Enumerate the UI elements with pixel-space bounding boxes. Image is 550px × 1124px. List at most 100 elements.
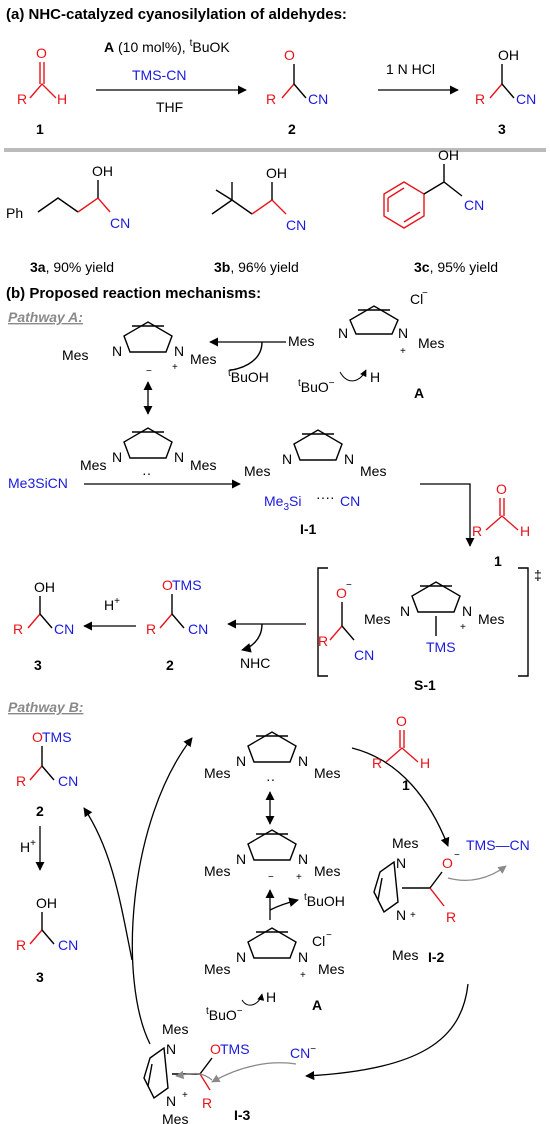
nhc-release: NHC: [240, 655, 270, 671]
svg-text:O: O: [396, 713, 407, 729]
svg-text:OH: OH: [498, 47, 519, 63]
svg-text:3: 3: [36, 969, 44, 985]
svg-text:R: R: [202, 1095, 212, 1111]
svg-text:R: R: [13, 621, 23, 637]
svg-text:N: N: [396, 907, 406, 923]
label-I-3: I-3: [234, 1107, 251, 1123]
svg-text:Mes: Mes: [204, 961, 230, 977]
svg-text:CN: CN: [464, 197, 484, 213]
svg-text:CN: CN: [308, 91, 328, 107]
svg-text:R: R: [266, 91, 276, 107]
svg-text:3: 3: [34, 657, 42, 673]
section-b-title: (b) Proposed reaction mechanisms:: [6, 285, 261, 302]
svg-text:Mes: Mes: [360, 463, 386, 479]
svg-text:−: −: [146, 366, 152, 377]
svg-text:H: H: [520, 523, 530, 539]
svg-text:N: N: [298, 949, 308, 965]
svg-text:N: N: [166, 1093, 176, 1109]
svg-text:Mes: Mes: [392, 947, 418, 963]
svg-text:CN: CN: [58, 937, 78, 953]
svg-text:A: A: [312, 997, 322, 1013]
label-I-2: I-2: [428, 949, 445, 965]
svg-text:+: +: [296, 872, 302, 883]
tbuoh-top: tBuOH: [228, 368, 269, 385]
svg-text:TMS: TMS: [42, 729, 72, 745]
svg-text:Mes: Mes: [204, 765, 230, 781]
svg-text:Mes: Mes: [80, 457, 106, 473]
aldehyde-1-cycle: O R H 1: [372, 713, 430, 793]
tbuo-minus-top: tBuO−: [298, 378, 335, 395]
tmscn-cycle: TMS—CN: [466, 837, 530, 853]
compound-label-2: 2: [288, 121, 296, 137]
svg-text:‡: ‡: [534, 567, 542, 583]
arrow-to-S1: [420, 483, 475, 547]
svg-text:CN: CN: [110, 215, 130, 231]
cycle-branch-to-2: [83, 807, 133, 961]
silyl-ether-2: O R CN 2: [266, 47, 328, 137]
svg-text:1: 1: [402, 777, 410, 793]
svg-text:+: +: [172, 362, 178, 373]
svg-text:O: O: [36, 45, 47, 61]
proton-label-left: H+: [20, 838, 36, 855]
svg-text:O: O: [210, 1041, 221, 1057]
svg-text:N: N: [344, 451, 354, 467]
svg-text:N: N: [112, 343, 122, 359]
svg-text:O: O: [32, 729, 43, 745]
svg-text:CN: CN: [354, 647, 374, 663]
svg-text:Mes: Mes: [318, 961, 344, 977]
silyl-ether-2-left: O TMS R CN 2: [16, 729, 78, 819]
svg-text:N: N: [298, 753, 308, 769]
section-a-title: (a) NHC-catalyzed cyanosilylation of ald…: [6, 6, 347, 23]
svg-text:H: H: [370, 369, 380, 385]
gray-curve-tmscn: [447, 865, 507, 881]
svg-text:Mes: Mes: [190, 457, 216, 473]
svg-text:O: O: [442, 855, 453, 871]
svg-text:O: O: [496, 481, 507, 497]
svg-text:A: A: [414, 385, 424, 401]
svg-text:O: O: [284, 47, 295, 63]
svg-text:H: H: [57, 91, 67, 107]
svg-text:CN: CN: [286, 217, 306, 233]
cycle-arc-left: [131, 737, 193, 1045]
svg-text:OH: OH: [266, 165, 287, 181]
svg-text:OH: OH: [36, 895, 57, 911]
svg-text:H: H: [266, 989, 276, 1005]
hcl-label: 1 N HCl: [386, 61, 435, 77]
product-3c: OH CN 3c, 95% yield: [383, 147, 498, 275]
pathway-a-label: Pathway A:: [8, 309, 83, 325]
adduct-I-1: N N Mes Mes Me3Si CN ···· I-1: [244, 429, 386, 537]
cycle-arc-bottom: [305, 983, 469, 1081]
svg-text:N: N: [166, 1041, 176, 1057]
svg-text:−: −: [422, 288, 428, 299]
svg-text:N: N: [174, 449, 184, 465]
svg-text:N: N: [298, 851, 308, 867]
pathway-b-label: Pathway B:: [8, 699, 83, 715]
byproduct-curve: [229, 341, 263, 371]
reagent-line: A (10 mol%), tBuOK: [104, 38, 230, 55]
compound-label-3: 3: [498, 121, 506, 137]
cyanohydrin-3-left: OH R CN 3: [16, 895, 78, 985]
svg-text:N: N: [396, 855, 406, 871]
label-I-1: I-1: [300, 521, 317, 537]
svg-text:OH: OH: [438, 147, 459, 163]
svg-text:Cl: Cl: [410, 291, 423, 307]
svg-text:N: N: [398, 325, 408, 341]
svg-text:OH: OH: [34, 579, 55, 595]
svg-text:N: N: [400, 603, 410, 619]
svg-text:CN: CN: [516, 91, 536, 107]
svg-text:··: ··: [142, 465, 151, 481]
nhc-carbene-left: N N Mes Mes ··: [80, 427, 216, 481]
svg-text:OH: OH: [92, 163, 113, 179]
product-3a: Ph OH CN 3a, 90% yield: [6, 163, 130, 275]
nhc-carbene-cycle: N N Mes Mes ··: [204, 731, 340, 787]
solvent-label: THF: [156, 99, 183, 115]
svg-text:Mes: Mes: [288, 333, 314, 349]
svg-text:N: N: [236, 851, 246, 867]
svg-text:N: N: [462, 603, 472, 619]
svg-text:N: N: [236, 753, 246, 769]
svg-text:+: +: [400, 346, 406, 357]
svg-text:R: R: [446, 909, 456, 925]
svg-text:+: +: [410, 910, 416, 921]
svg-text:N: N: [174, 343, 184, 359]
svg-text:3a, 90% yield: 3a, 90% yield: [30, 259, 114, 275]
